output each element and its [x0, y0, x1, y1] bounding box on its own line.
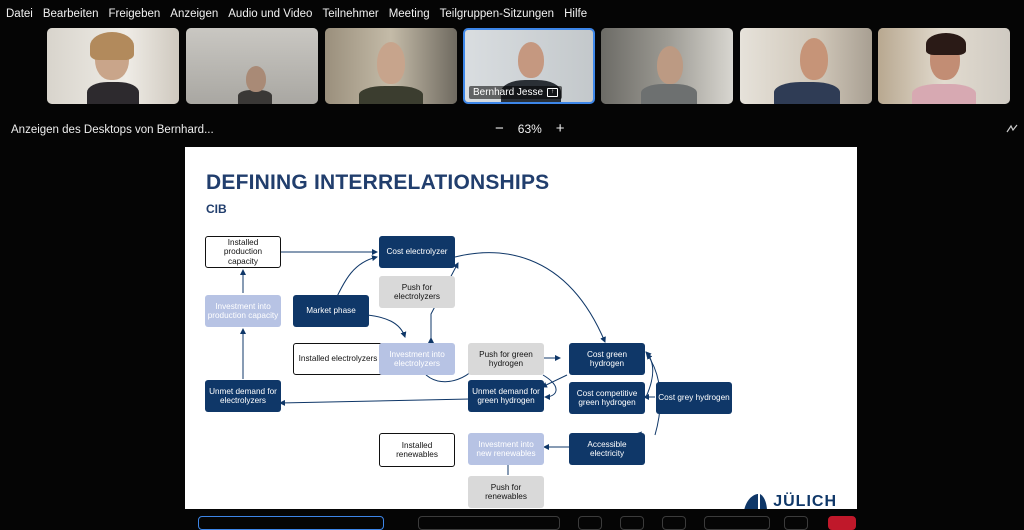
node-cost-green-h2: Cost green hydrogen — [569, 343, 645, 375]
menu-teilgruppen[interactable]: Teilgruppen-Sitzungen — [439, 8, 555, 20]
control-button[interactable] — [418, 516, 560, 530]
node-investment-renewables: Investment into new renewables — [468, 433, 544, 465]
node-cost-competitive: Cost competitive green hydrogen — [569, 382, 645, 414]
meeting-controls-bar — [0, 513, 1024, 530]
control-button[interactable] — [784, 516, 808, 530]
node-cost-grey: Cost grey hydrogen — [656, 382, 732, 414]
node-investment-production: Investment into production capacity — [205, 295, 281, 327]
participant-video-1[interactable] — [47, 28, 179, 104]
node-unmet-demand-electrolyzers: Unmet demand for electrolyzers — [205, 380, 281, 412]
node-market-phase: Market phase — [293, 295, 369, 327]
zoom-level: 63% — [517, 122, 542, 136]
menu-bar: Datei Bearbeiten Freigeben Anzeigen Audi… — [0, 0, 1024, 28]
control-button[interactable] — [198, 516, 384, 530]
participant-video-7[interactable] — [878, 28, 1010, 104]
menu-anzeigen[interactable]: Anzeigen — [170, 8, 219, 20]
node-accessible-electricity: Accessible electricity — [569, 433, 645, 465]
control-button[interactable] — [578, 516, 602, 530]
logo-text: JÜLICH — [773, 493, 837, 509]
zoom-out-button[interactable]: − — [495, 120, 504, 137]
node-investment-electrolyzers: Investment into electrolyzers — [379, 343, 455, 375]
slide-title: DEFINING INTERRELATIONSHIPS — [206, 171, 550, 194]
menu-meeting[interactable]: Meeting — [388, 8, 430, 20]
participant-name-tag: Bernhard Jesse ↑ — [469, 86, 563, 99]
menu-teilnehmer[interactable]: Teilnehmer — [322, 8, 379, 20]
juelich-logo: JÜLICH — [742, 493, 837, 509]
participant-video-5[interactable] — [601, 28, 733, 104]
zoom-control: − 63% + — [495, 120, 565, 137]
screen-share-icon: ↑ — [547, 88, 559, 97]
node-installed-renewables: Installed renewables — [379, 433, 455, 467]
control-button[interactable] — [620, 516, 644, 530]
participant-video-active[interactable]: Bernhard Jesse ↑ — [463, 28, 595, 104]
node-push-electrolyzers: Push for electrolyzers — [379, 276, 455, 308]
control-button[interactable] — [704, 516, 770, 530]
node-unmet-demand-green-h2: Unmet demand for green hydrogen — [468, 380, 544, 412]
menu-hilfe[interactable]: Hilfe — [564, 8, 588, 20]
participant-strip: Bernhard Jesse ↑ — [0, 28, 1024, 106]
annotate-icon[interactable] — [1006, 124, 1018, 137]
participant-video-3[interactable] — [325, 28, 457, 104]
participant-video-2[interactable] — [186, 28, 318, 104]
participant-video-6[interactable] — [740, 28, 872, 104]
menu-freigeben[interactable]: Freigeben — [108, 8, 161, 20]
node-cost-electrolyzer: Cost electrolyzer — [379, 236, 455, 268]
node-installed-electrolyzers: Installed electrolyzers — [293, 343, 383, 375]
menu-datei[interactable]: Datei — [6, 8, 33, 20]
leave-button[interactable] — [828, 516, 856, 530]
slide-subtitle: CIB — [206, 202, 227, 216]
node-push-green-h2: Push for green hydrogen — [468, 343, 544, 375]
juelich-logo-icon — [742, 493, 768, 509]
shared-slide: DEFINING INTERRELATIONSHIPS CIB — [185, 147, 857, 509]
share-title: Anzeigen des Desktops von Bernhard... — [11, 124, 214, 136]
menu-audio-video[interactable]: Audio und Video — [228, 8, 313, 20]
node-push-renewables: Push for renewables — [468, 476, 544, 508]
control-button[interactable] — [662, 516, 686, 530]
share-toolbar: Anzeigen des Desktops von Bernhard... − … — [0, 118, 1024, 142]
participant-name: Bernhard Jesse — [473, 87, 544, 98]
menu-bearbeiten[interactable]: Bearbeiten — [42, 8, 99, 20]
zoom-in-button[interactable]: + — [555, 120, 565, 137]
node-installed-capacity: Installed production capacity — [205, 236, 281, 268]
